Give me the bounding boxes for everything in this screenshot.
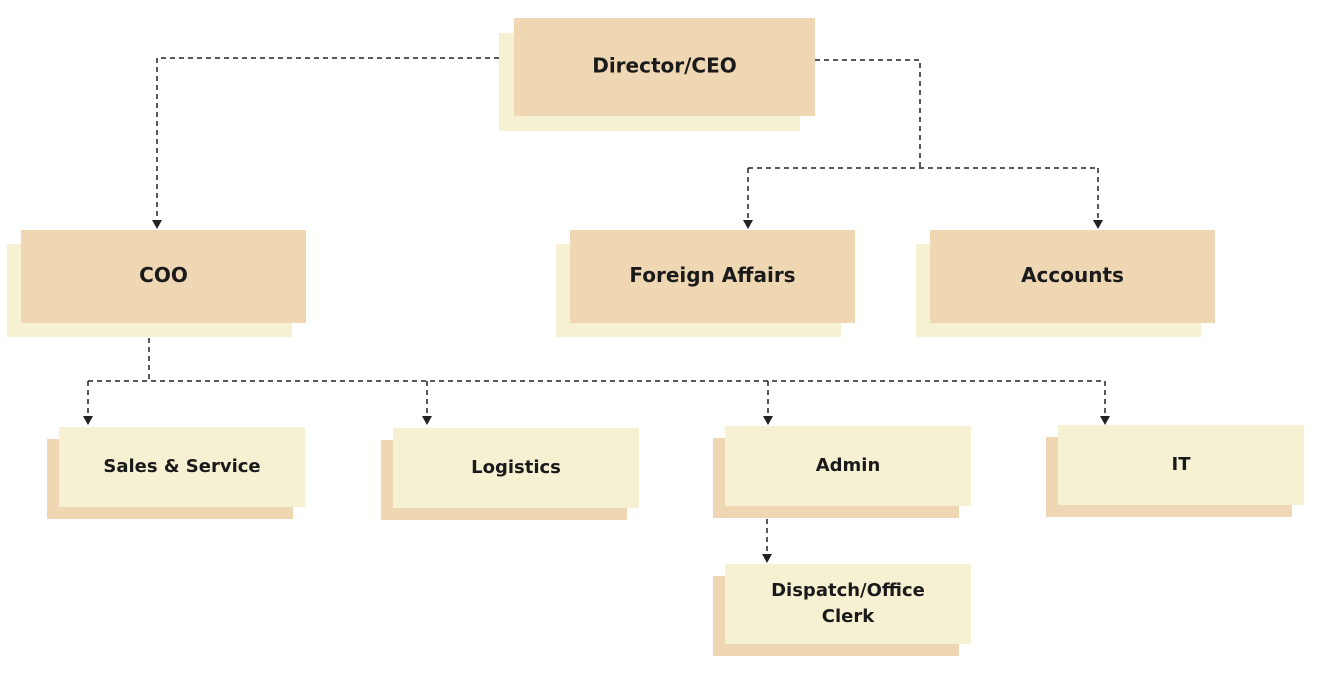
node-coo: COO: [7, 230, 306, 337]
node-box: [725, 564, 971, 644]
node-label: Accounts: [1021, 263, 1124, 287]
arrowhead-it: [1100, 416, 1110, 425]
arrowhead-logistics: [422, 416, 432, 425]
node-box: [570, 230, 855, 323]
arrowhead-coo: [152, 220, 162, 229]
node-label: COO: [139, 263, 188, 287]
node-box: [393, 428, 639, 508]
edge-director-coo: [156, 57, 499, 220]
node-label: IT: [1172, 454, 1192, 475]
node-label: Logistics: [471, 457, 561, 478]
node-box: [59, 427, 305, 507]
node-accounts: Accounts: [916, 230, 1215, 337]
node-admin: Admin: [713, 426, 971, 518]
node-it: IT: [1046, 425, 1304, 517]
node-box: [930, 230, 1215, 323]
edge-director-right-trunk: [815, 59, 921, 168]
node-label: Foreign Affairs: [629, 263, 795, 287]
arrowhead-foreign-affairs: [743, 220, 753, 229]
node-box: [1058, 425, 1304, 505]
arrowhead-admin: [763, 416, 773, 425]
node-box: [725, 426, 971, 506]
node-label: Director/CEO: [592, 54, 737, 78]
node-label: Sales & Service: [103, 456, 260, 477]
node-label: Dispatch/Office: [771, 580, 925, 601]
arrowhead-accounts: [1093, 220, 1103, 229]
node-label: Admin: [816, 455, 881, 476]
node-label: Clerk: [822, 606, 875, 627]
nodes: Director/CEO COO Foreign Affairs AccountsSa…: [7, 18, 1304, 656]
node-logistics: Logistics: [381, 428, 639, 520]
arrowhead-sales-service: [83, 416, 93, 425]
node-sales-service: Sales & Service: [47, 427, 305, 519]
connectors: [83, 57, 1110, 563]
node-box: [514, 18, 815, 116]
node-box: [21, 230, 306, 323]
node-director: Director/CEO: [499, 18, 815, 131]
node-foreign-affairs: Foreign Affairs: [556, 230, 855, 337]
arrowhead-dispatch-clerk: [762, 554, 772, 563]
